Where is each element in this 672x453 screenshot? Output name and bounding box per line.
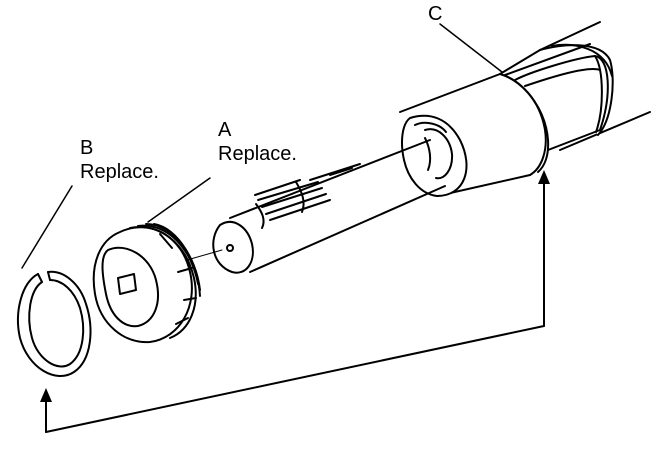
joint-collar (401, 114, 468, 197)
leader-c (439, 23, 503, 73)
snap-ring-b (17, 270, 92, 377)
callout-a-note: Replace. (218, 143, 297, 165)
ring-a (92, 223, 201, 344)
callout-a-letter: A (218, 119, 232, 141)
arrowhead-b (40, 388, 52, 402)
arrowhead-c (538, 170, 550, 184)
spline-shaft (212, 137, 446, 274)
callout-b-note: Replace. (80, 161, 159, 183)
installation-arrow (45, 179, 545, 433)
leader-a (147, 177, 211, 223)
callout-c-letter: C (428, 3, 442, 25)
callout-b-letter: B (80, 137, 93, 159)
leader-b (21, 185, 73, 269)
